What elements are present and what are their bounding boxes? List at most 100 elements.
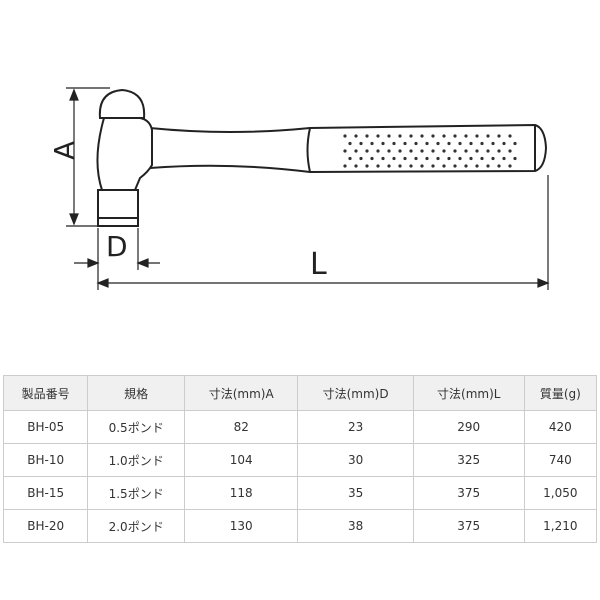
grip-dot	[513, 156, 517, 161]
grip-dot	[464, 164, 468, 168]
grip-dot	[381, 141, 385, 146]
grip-dot	[497, 164, 501, 168]
hammer-outline	[96, 88, 548, 227]
table-cell: 375	[412, 509, 525, 543]
grip-dot	[475, 134, 479, 138]
grip-dot	[469, 141, 473, 146]
grip-dot	[486, 134, 490, 138]
grip-dot	[420, 134, 424, 138]
grip-dot	[502, 156, 506, 161]
grip-dot	[414, 141, 418, 146]
grip-dots	[343, 134, 517, 168]
grip-dot	[464, 134, 468, 138]
table-cell: 325	[412, 443, 525, 477]
table-cell: 23	[297, 410, 414, 444]
grip-dot	[348, 156, 352, 161]
grip-dot	[475, 149, 479, 153]
grip-dot	[403, 156, 407, 161]
column-header: 規格	[87, 375, 185, 411]
grip-dot	[387, 164, 391, 168]
grip-dot	[436, 141, 440, 146]
grip-dot	[486, 149, 490, 153]
grip-dot	[436, 156, 440, 161]
grip-dot	[497, 149, 501, 153]
table-cell: BH-20	[2, 509, 89, 543]
grip-dot	[464, 149, 468, 153]
grip-dot	[359, 156, 363, 161]
grip-dot	[343, 164, 347, 168]
grip-dot	[354, 134, 358, 138]
grip-dot	[343, 134, 347, 138]
grip-dot	[370, 156, 374, 161]
table-cell: 104	[183, 443, 299, 477]
grip-dot	[475, 164, 479, 168]
grip-dot	[365, 164, 369, 168]
grip-dot	[387, 149, 391, 153]
grip-dot	[486, 164, 490, 168]
grip-dot	[480, 141, 484, 146]
table-cell: 35	[297, 476, 414, 510]
grip-dot	[425, 141, 429, 146]
grip-dot	[414, 156, 418, 161]
grip-dot	[370, 141, 374, 146]
grip-dot	[508, 134, 512, 138]
grip-dot	[491, 141, 495, 146]
grip-dot	[453, 164, 457, 168]
column-header: 寸法(mm)A	[183, 375, 299, 411]
grip-dot	[491, 156, 495, 161]
table-cell: BH-05	[2, 410, 89, 444]
grip-dot	[403, 141, 407, 146]
table-cell: 30	[297, 443, 414, 477]
table-cell: 2.0ポンド	[87, 509, 185, 543]
table-cell: BH-10	[2, 443, 89, 477]
grip-dot	[480, 156, 484, 161]
grip-dot	[398, 149, 402, 153]
grip-dot	[359, 141, 363, 146]
grip-dot	[392, 156, 396, 161]
grip-dot	[447, 156, 451, 161]
table-cell: 130	[183, 509, 299, 543]
grip-dot	[513, 141, 517, 146]
dimension-a-label: A	[48, 141, 81, 160]
grip-dot	[343, 149, 347, 153]
grip-dot	[387, 134, 391, 138]
grip-dot	[458, 141, 462, 146]
grip-dot	[381, 156, 385, 161]
table-cell: 420	[523, 410, 598, 444]
table-cell: 375	[412, 476, 525, 510]
grip-dot	[398, 164, 402, 168]
grip-dot	[376, 134, 380, 138]
grip-dot	[442, 164, 446, 168]
dimension-lines	[66, 87, 550, 290]
grip-dot	[508, 164, 512, 168]
table-cell: 1.5ポンド	[87, 476, 185, 510]
table-cell: BH-15	[2, 476, 89, 510]
grip-dot	[420, 164, 424, 168]
grip-dot	[447, 141, 451, 146]
grip-dot	[431, 134, 435, 138]
table-cell: 0.5ポンド	[87, 410, 185, 444]
grip-dot	[376, 164, 380, 168]
grip-dot	[431, 164, 435, 168]
dimension-l-label: L	[310, 247, 327, 282]
grip-dot	[365, 134, 369, 138]
grip-dot	[442, 134, 446, 138]
grip-dot	[431, 149, 435, 153]
table-cell: 1,050	[523, 476, 598, 510]
grip-dot	[458, 156, 462, 161]
ball-peen-hammer-diagram: A D L	[48, 87, 550, 290]
table-cell: 740	[523, 443, 598, 477]
table-cell: 38	[297, 509, 414, 543]
grip-dot	[409, 149, 413, 153]
grip-dot	[469, 156, 473, 161]
table-cell: 1,210	[523, 509, 598, 543]
grip-dot	[502, 141, 506, 146]
grip-dot	[508, 149, 512, 153]
grip-dot	[442, 149, 446, 153]
